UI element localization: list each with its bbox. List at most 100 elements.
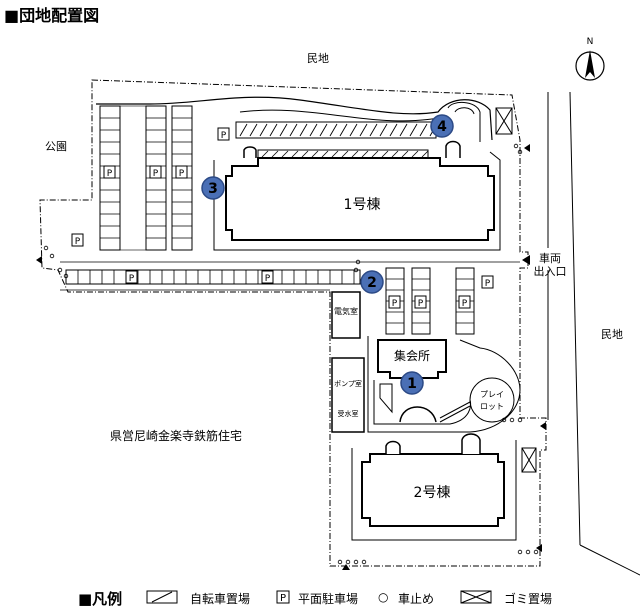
page-title: ■団地配置図	[4, 6, 100, 25]
car-stop-13	[361, 559, 367, 565]
arrow-icon-vehicle-entry	[522, 255, 530, 265]
car-stop-2	[49, 253, 55, 259]
label-private-land-right: 民地	[601, 328, 623, 341]
building-2-surround	[351, 440, 517, 541]
pump-tank-block	[331, 357, 365, 433]
building-2-label: 2号棟	[414, 485, 451, 501]
legend-label-parking: 平面駐車場	[298, 592, 359, 606]
electric-room	[331, 291, 361, 339]
legend-bicycle-icon	[146, 590, 178, 604]
parking-sign-right-2: P	[414, 295, 427, 309]
parking-sign-mid-2: P	[261, 270, 274, 284]
arrow-icon-top-right	[524, 144, 530, 152]
car-stop-1	[43, 245, 49, 251]
location-marker-number: 2	[367, 275, 377, 291]
entry-arrows	[36, 144, 546, 570]
legend-label-car-stop: 車止め	[398, 592, 435, 606]
arrow-icon-bottom-right	[536, 544, 542, 552]
bicycle-parking-top	[235, 121, 438, 159]
label-private-land-top: 民地	[307, 52, 329, 65]
compass-north-label: N	[587, 37, 594, 47]
location-marker-number: 4	[437, 119, 447, 135]
building-2-stairs	[385, 433, 481, 454]
top-walkway	[96, 96, 493, 141]
car-stop-8	[509, 417, 515, 423]
car-stops	[43, 143, 539, 565]
small-building-lot	[379, 383, 393, 414]
location-marker-number: 1	[407, 376, 417, 392]
parking-symbol: P	[265, 274, 271, 284]
slide-icon	[399, 406, 437, 423]
label-vehicle-entrance-line2: 出入口	[534, 264, 567, 278]
parking-sign-top: P	[217, 127, 230, 141]
playlot-ring	[469, 377, 515, 423]
car-stop-14	[517, 549, 523, 555]
car-stop-16	[533, 549, 539, 555]
parking-symbol: P	[462, 299, 468, 309]
location-marker-2[interactable]: 2	[360, 270, 384, 294]
parking-sign-right-3: P	[458, 295, 471, 309]
car-stop-10	[337, 559, 343, 565]
parking-symbol: P	[485, 279, 491, 289]
car-stop-18	[63, 273, 69, 279]
building-1-surround	[213, 151, 501, 251]
building-1-outline	[225, 157, 495, 241]
car-stop-17	[57, 267, 63, 273]
location-marker-4[interactable]: 4	[430, 114, 454, 138]
car-stop-6	[353, 267, 359, 273]
pump-room-label: ポンプ室	[334, 379, 362, 388]
car-stop-12	[353, 559, 359, 565]
legend-garbage-icon	[460, 590, 492, 604]
building-1-stairs	[243, 140, 461, 158]
location-marker-3[interactable]: 3	[201, 176, 225, 200]
label-vehicle-entrance-line1: 車両	[539, 251, 561, 265]
car-stop-15	[525, 549, 531, 555]
parking-sign-left-small: P	[71, 233, 84, 247]
arrow-icon-right-mid	[540, 422, 546, 430]
slide-ramp	[439, 401, 471, 423]
top-walkway-inner	[239, 109, 441, 122]
parking-symbol: P	[179, 169, 185, 179]
car-stop-5	[355, 259, 361, 265]
playlot-label-line2: ロット	[480, 402, 504, 411]
legend-car-stop-icon: ○	[378, 590, 389, 604]
compass-needle-icon	[585, 50, 595, 78]
parking-symbol: P	[107, 169, 113, 179]
arrow-icon-left	[36, 256, 42, 264]
water-tank-room-label: 受水室	[338, 409, 359, 418]
parking-symbol: P	[221, 131, 227, 141]
meeting-hall-outline	[377, 339, 447, 379]
arrow-icon-bottom	[342, 564, 350, 570]
car-stop-7	[501, 417, 507, 423]
legend-parking-symbol: P	[280, 593, 286, 604]
parking-symbol: P	[418, 299, 424, 309]
car-stop-3	[513, 143, 519, 149]
parking-symbol: P	[129, 274, 135, 284]
compass: N	[575, 37, 605, 81]
location-marker-1[interactable]: 1	[400, 371, 424, 395]
loop-path	[447, 102, 481, 142]
legend-parking-icon: P	[276, 590, 290, 604]
location-marker-number: 3	[208, 181, 218, 197]
legend-label-garbage: ゴミ置場	[504, 592, 553, 606]
playlot-label-line1: プレイ	[480, 390, 504, 399]
numbered-markers: 1 2 3 4	[201, 114, 454, 395]
play-area-path	[367, 336, 521, 433]
building-1-label: 1号棟	[344, 197, 381, 213]
road-line-right-4	[579, 544, 640, 576]
legend-title: ■凡例	[78, 590, 123, 608]
label-neighbor-housing: 県営尼崎金楽寺鉄筋住宅	[110, 428, 242, 443]
parking-sign-right-small: P	[481, 275, 494, 289]
car-stop-11	[345, 559, 351, 565]
car-stop-9	[517, 417, 523, 423]
parking-sign-left-1: P	[103, 165, 116, 179]
car-stop-4	[517, 149, 523, 155]
garbage-area-top	[495, 107, 513, 135]
parking-symbol: P	[75, 237, 81, 247]
label-park: 公園	[45, 140, 67, 153]
garbage-area-right	[521, 447, 537, 473]
